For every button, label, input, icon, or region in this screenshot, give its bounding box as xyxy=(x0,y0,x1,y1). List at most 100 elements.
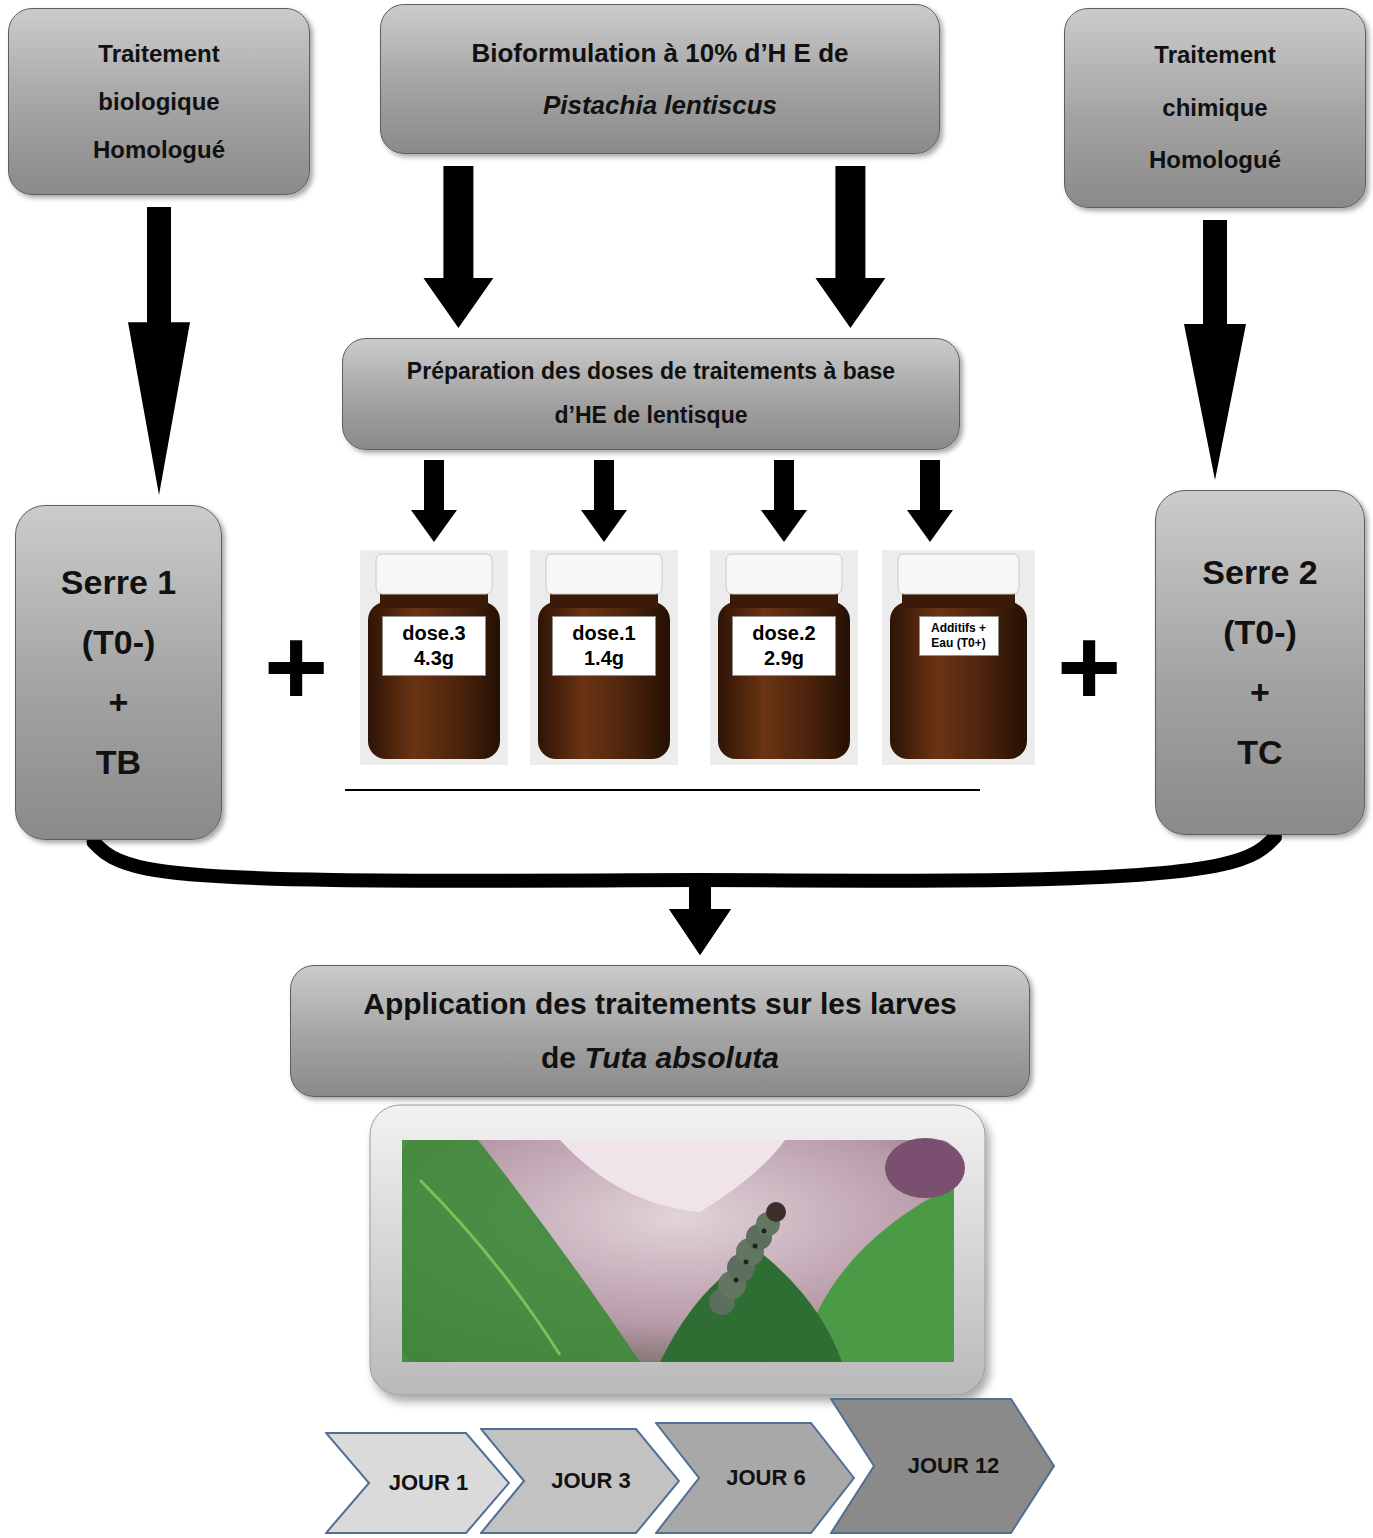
text-holder: JOUR 3 xyxy=(480,1428,680,1534)
photo-ground xyxy=(710,550,858,765)
flow-arrow xyxy=(669,837,1275,955)
text-holder: JOUR 6 xyxy=(655,1422,855,1534)
plus-sign: + xyxy=(260,612,332,722)
day-label: JOUR 12 xyxy=(908,1453,1000,1479)
dose-jar: Additifs + Eau (T0+) xyxy=(882,550,1035,765)
flow-arrow xyxy=(128,207,190,495)
jar-body xyxy=(718,602,850,759)
text-holder: Traitement biologique Homologué xyxy=(59,30,259,174)
block-arrow xyxy=(581,460,627,542)
block-arrow xyxy=(815,166,885,328)
text-holder: Application des traitements sur les larv… xyxy=(315,977,1005,1085)
text-holder: Traitement chimique Homologué xyxy=(1115,29,1315,187)
larva xyxy=(709,1202,786,1315)
process-box: Application des traitements sur les larv… xyxy=(290,965,1030,1097)
flow-arrow xyxy=(423,166,493,328)
box-text: Tuta absoluta xyxy=(584,1041,778,1074)
greenhouse-text: (T0-) xyxy=(61,622,176,663)
plus-sign: + xyxy=(1053,612,1125,722)
greenhouse-text: TB xyxy=(61,742,176,783)
dose-jar: dose.3 4.3g xyxy=(360,550,508,765)
jar-cap xyxy=(726,554,842,594)
text-holder: Additifs + Eau (T0+) xyxy=(919,616,999,656)
text-holder: dose.2 2.9g xyxy=(732,616,836,676)
greenhouse-text: (T0-) xyxy=(1202,612,1317,653)
text-holder: dose.1 1.4g xyxy=(552,616,656,676)
jar-label-text: dose.1 1.4g xyxy=(556,621,652,671)
flow-arrow xyxy=(815,166,885,328)
box-text: Préparation des doses de traitements à b… xyxy=(381,350,921,437)
box-text: Traitement biologique Homologué xyxy=(59,30,259,174)
bracket-curve xyxy=(94,842,701,881)
purple-blotch xyxy=(885,1138,965,1198)
text-holder: JOUR 1 xyxy=(325,1432,510,1534)
greenhouse-text: + xyxy=(1202,672,1317,713)
process-box: Traitement biologique Homologué xyxy=(8,8,310,195)
day-chevron: JOUR 1 xyxy=(325,1432,510,1534)
process-box: Bioformulation à 10% d’H E dePistachia l… xyxy=(380,4,940,154)
flow-arrow xyxy=(411,460,457,542)
flow-arrow xyxy=(581,460,627,542)
larva-photo xyxy=(370,1105,985,1395)
text-holder: Préparation des doses de traitements à b… xyxy=(381,350,921,437)
box-text: Pistachia lentiscus xyxy=(471,79,848,131)
photo-ground xyxy=(882,550,1035,765)
jar-label-text: Additifs + Eau (T0+) xyxy=(923,621,995,651)
text-holder: Bioformulation à 10% d’H E dePistachia l… xyxy=(471,27,848,131)
jar-cap xyxy=(898,554,1019,594)
day-chevron: JOUR 3 xyxy=(480,1428,680,1534)
greenhouse-box: Serre 1 (T0-) + TB xyxy=(15,505,222,840)
block-arrow xyxy=(761,460,807,542)
greenhouse-box: Serre 2(T0-)+TC xyxy=(1155,490,1365,835)
chevron-outline xyxy=(831,1399,1054,1533)
greenhouse-text: TC xyxy=(1202,732,1317,773)
day-chevron: JOUR 6 xyxy=(655,1422,855,1534)
underline-rule xyxy=(345,789,980,791)
block-arrow xyxy=(423,166,493,328)
leaf xyxy=(660,1252,842,1362)
chevron-outline xyxy=(481,1429,679,1533)
text-holder: Serre 1 (T0-) + TB xyxy=(61,543,176,801)
jar-label-text: dose.2 2.9g xyxy=(736,621,832,671)
flow-arrow xyxy=(1184,220,1246,480)
text-holder: Serre 2(T0-)+TC xyxy=(1202,533,1317,791)
day-label: JOUR 1 xyxy=(389,1470,468,1496)
day-label: JOUR 6 xyxy=(726,1465,805,1491)
flow-arrow xyxy=(94,842,732,955)
photo-frame xyxy=(370,1105,985,1395)
photo-ground xyxy=(360,550,508,765)
jar-body xyxy=(890,602,1027,759)
day-chevron: JOUR 12 xyxy=(830,1398,1055,1534)
block-arrow xyxy=(1184,220,1246,480)
day-label: JOUR 3 xyxy=(551,1468,630,1494)
flow-arrow xyxy=(907,460,953,542)
leaf xyxy=(402,1140,640,1362)
block-arrow xyxy=(907,460,953,542)
text-holder: JOUR 12 xyxy=(830,1398,1055,1534)
text-holder: dose.3 4.3g xyxy=(382,616,486,676)
chevron-outline xyxy=(326,1433,509,1533)
greenhouse-text: + xyxy=(61,682,176,723)
jar-label-text: dose.3 4.3g xyxy=(386,621,482,671)
chevron-outline xyxy=(656,1423,854,1533)
box-text: Traitement chimique Homologué xyxy=(1115,29,1315,187)
photo-background xyxy=(402,1140,954,1362)
block-arrow xyxy=(411,460,457,542)
leaf-vein xyxy=(420,1180,560,1355)
light-patch xyxy=(560,1140,785,1212)
box-text: Bioformulation à 10% d’H E de xyxy=(471,27,848,79)
jar-body xyxy=(368,602,500,759)
dose-jar: dose.2 2.9g xyxy=(710,550,858,765)
process-box: Préparation des doses de traitements à b… xyxy=(342,338,960,450)
jar-shape xyxy=(882,550,1035,765)
greenhouse-text: Serre 1 xyxy=(61,562,176,603)
flow-arrow xyxy=(761,460,807,542)
jar-body xyxy=(538,602,670,759)
process-box: Traitement chimique Homologué xyxy=(1064,8,1366,208)
block-arrow xyxy=(128,207,190,495)
jar-cap xyxy=(376,554,492,594)
jar-cap xyxy=(546,554,662,594)
dose-jar: dose.1 1.4g xyxy=(530,550,678,765)
photo-ground xyxy=(530,550,678,765)
